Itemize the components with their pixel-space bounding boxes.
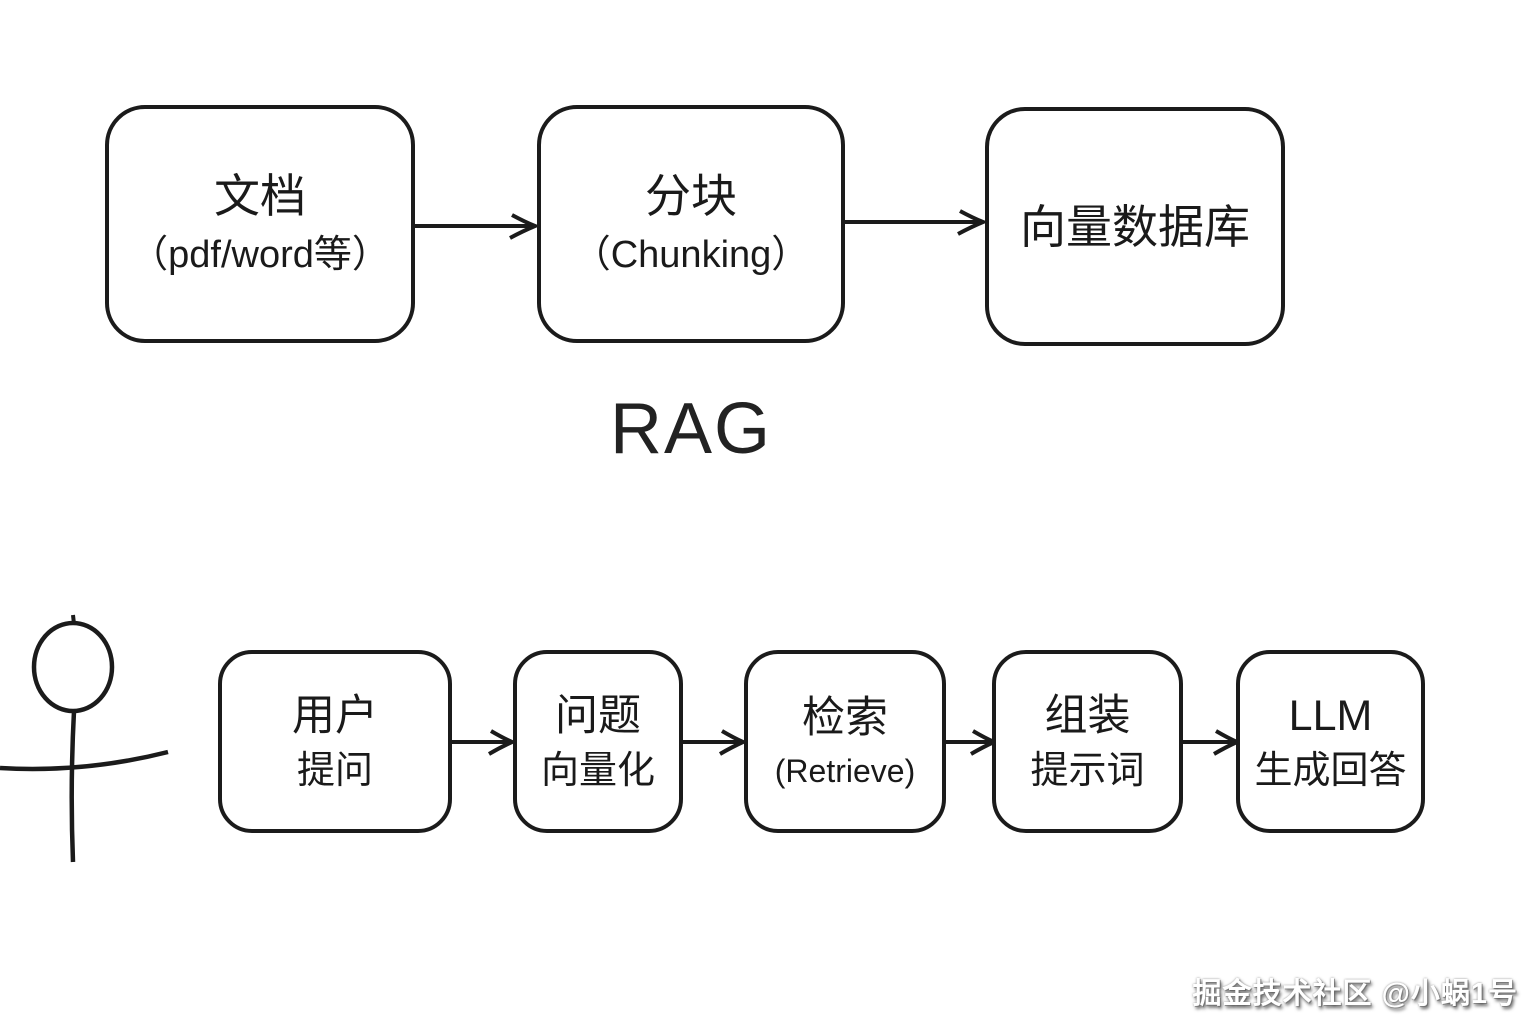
node-llm-answer: LLM 生成回答 <box>1236 650 1425 833</box>
node-vector-database-label: 向量数据库 <box>1020 200 1250 253</box>
node-question-vectorize: 问题 向量化 <box>513 650 683 833</box>
user-stick-figure-icon <box>0 612 190 892</box>
node-chunking-label: 分块 <box>645 170 737 222</box>
arrow-icon <box>1179 728 1241 756</box>
node-documents: 文档 （pdf/word等） <box>105 105 415 343</box>
node-assemble-prompt-sublabel: 提示词 <box>1030 749 1145 792</box>
node-documents-sublabel: （pdf/word等） <box>130 234 390 276</box>
node-documents-label: 文档 <box>214 170 306 222</box>
node-retrieve-sublabel: (Retrieve) <box>774 752 916 789</box>
node-vector-database: 向量数据库 <box>985 107 1285 346</box>
arrow-icon <box>413 212 539 240</box>
node-llm-answer-sublabel: 生成回答 <box>1254 749 1407 792</box>
watermark: 掘金技术社区 @小蜗1号 <box>1192 978 1518 1010</box>
diagram-title: RAG <box>609 389 773 469</box>
node-chunking-sublabel: （Chunking） <box>572 234 810 276</box>
arrow-icon <box>942 728 998 756</box>
node-retrieve-label: 检索 <box>802 693 888 742</box>
node-question-vectorize-label: 问题 <box>555 691 641 740</box>
node-user-question-sublabel: 提问 <box>296 749 373 792</box>
node-retrieve: 检索 (Retrieve) <box>744 650 946 833</box>
node-question-vectorize-sublabel: 向量化 <box>540 749 655 792</box>
node-assemble-prompt-label: 组装 <box>1044 691 1131 740</box>
node-user-question: 用户 提问 <box>218 650 452 833</box>
node-llm-answer-label: LLM <box>1288 691 1373 740</box>
node-chunking: 分块 （Chunking） <box>537 105 845 343</box>
node-assemble-prompt: 组装 提示词 <box>992 650 1183 833</box>
arrow-icon <box>450 728 516 756</box>
node-user-question-label: 用户 <box>292 691 378 740</box>
arrow-icon <box>843 208 987 236</box>
arrow-icon <box>681 728 747 756</box>
